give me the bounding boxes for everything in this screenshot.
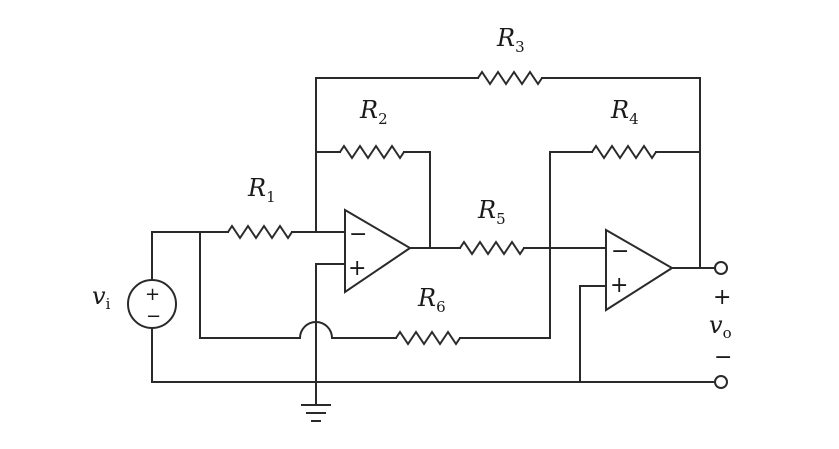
output-terminal-top xyxy=(714,261,728,275)
label-r4: R4 xyxy=(610,96,639,128)
output-plus-sign: + xyxy=(713,285,731,310)
label-r2: R2 xyxy=(359,96,388,128)
output-terminal-bottom xyxy=(714,375,728,389)
source-plus-sign: + xyxy=(145,284,160,305)
label-vi: vi xyxy=(92,282,111,313)
op-amp-1-inverting-sign: − xyxy=(349,222,367,247)
op-amp-2-noninverting-sign: + xyxy=(610,273,628,298)
label-vo: vo xyxy=(709,311,732,342)
op-amp-2: − + xyxy=(605,228,674,312)
resistor-r6 xyxy=(395,330,461,346)
label-r3: R3 xyxy=(496,24,525,56)
resistor-r5 xyxy=(459,240,525,256)
op-amp-1-noninverting-sign: + xyxy=(348,256,366,281)
ground-symbol xyxy=(301,404,331,422)
voltage-source: + − xyxy=(127,279,177,329)
resistor-r3 xyxy=(477,70,543,86)
label-r6: R6 xyxy=(417,284,446,316)
circuit-wires xyxy=(151,77,716,406)
resistor-r4 xyxy=(591,144,657,160)
op-amp-1: − + xyxy=(344,208,412,294)
label-r1: R1 xyxy=(247,174,276,206)
op-amp-2-inverting-sign: − xyxy=(611,239,629,264)
source-minus-sign: − xyxy=(146,306,161,327)
label-r5: R5 xyxy=(477,196,506,228)
resistor-r1 xyxy=(227,224,293,240)
output-minus-sign: − xyxy=(714,345,732,370)
resistor-r2 xyxy=(339,144,405,160)
